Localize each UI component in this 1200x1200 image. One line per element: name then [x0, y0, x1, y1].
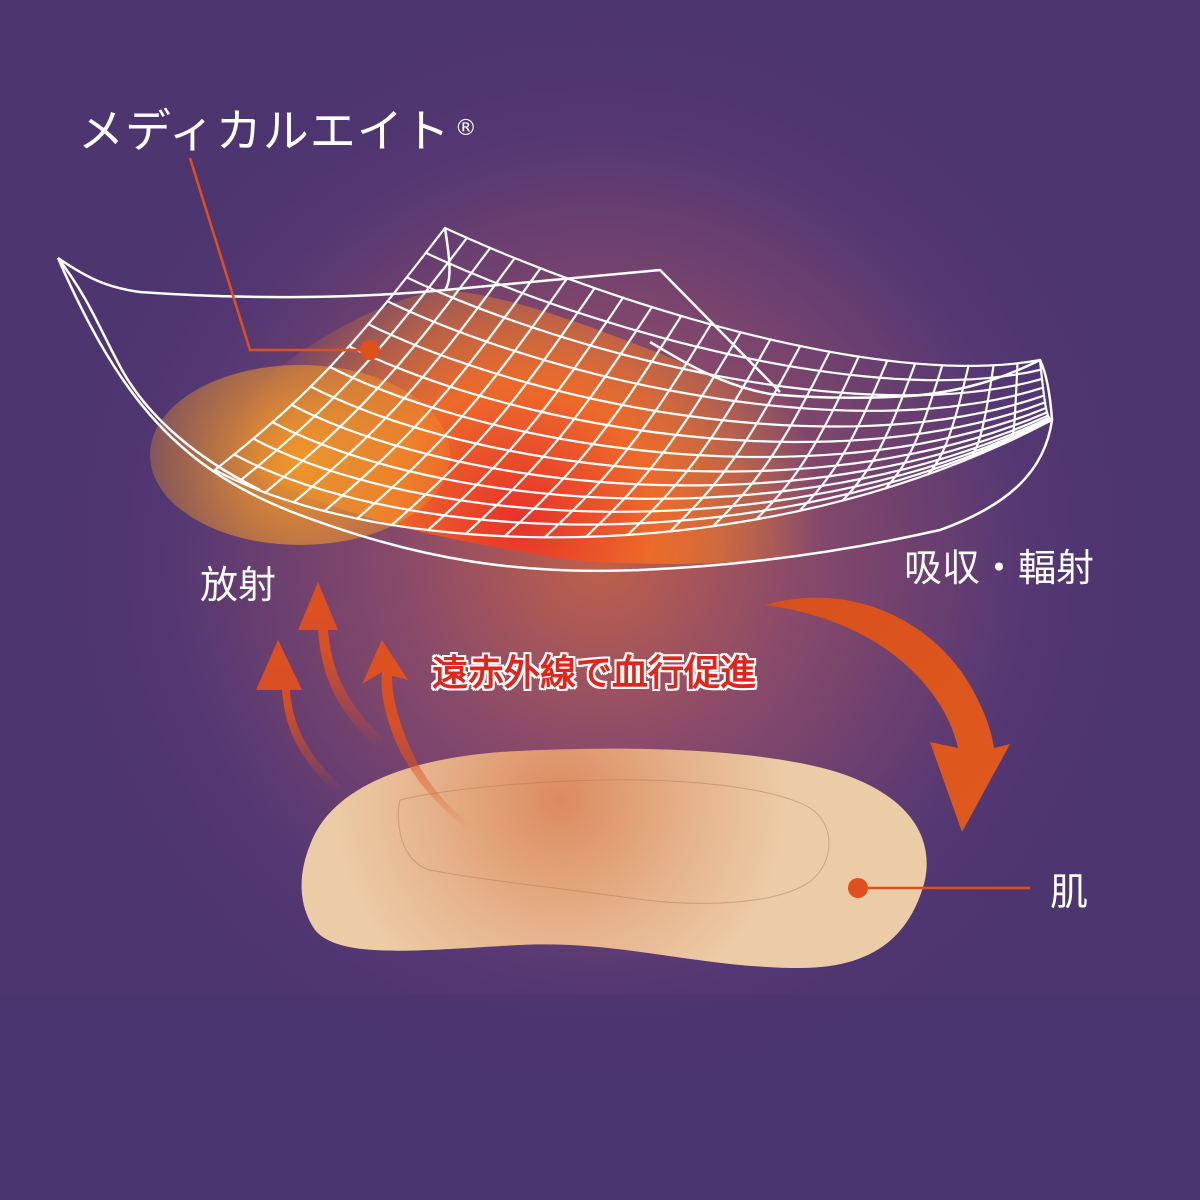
- sheet-heat: [150, 290, 960, 564]
- emission-label: 放射: [200, 563, 277, 607]
- skin-pointer: [848, 878, 1030, 898]
- mesh-line-horizontal: [213, 418, 1054, 539]
- emission-arrow-middle: [298, 582, 385, 748]
- floor-band: [0, 995, 1200, 1200]
- mesh-line-horizontal: [328, 365, 1048, 459]
- sheet-outline: [56, 227, 1054, 573]
- emission-arrows: [256, 582, 470, 830]
- emission-arrow-left: [256, 640, 340, 792]
- mesh-line-horizontal: [309, 385, 1049, 473]
- absorption-label: 吸収・輻射: [904, 546, 1095, 590]
- mesh-line-horizontal: [405, 276, 1044, 397]
- mesh-line-horizontal: [443, 226, 1042, 367]
- mesh-line-horizontal: [348, 345, 1047, 444]
- product-name-text: メディカルエイト: [78, 104, 451, 158]
- skin-label: 肌: [1050, 870, 1089, 914]
- product-name-label: メディカルエイト®: [78, 108, 478, 154]
- skin-shape: [301, 748, 927, 968]
- absorption-arrow: [765, 597, 1010, 832]
- mesh-line-horizontal: [424, 251, 1043, 382]
- mesh-line-horizontal: [233, 418, 1053, 526]
- product-pointer: [188, 157, 380, 360]
- mesh-line-horizontal: [367, 323, 1046, 428]
- mesh-line-horizontal: [252, 417, 1052, 513]
- registered-mark: ®: [454, 116, 478, 141]
- mesh-line-horizontal: [386, 300, 1045, 412]
- skin-pointer-dot: [848, 878, 868, 898]
- headline-text: 遠赤外線で血行促進: [432, 653, 757, 694]
- mesh-line-horizontal: [271, 416, 1051, 500]
- product-pointer-dot: [360, 340, 380, 360]
- mesh-line-horizontal: [290, 403, 1050, 487]
- emission-arrow-right: [362, 640, 470, 830]
- sheet-mesh: [213, 226, 1054, 539]
